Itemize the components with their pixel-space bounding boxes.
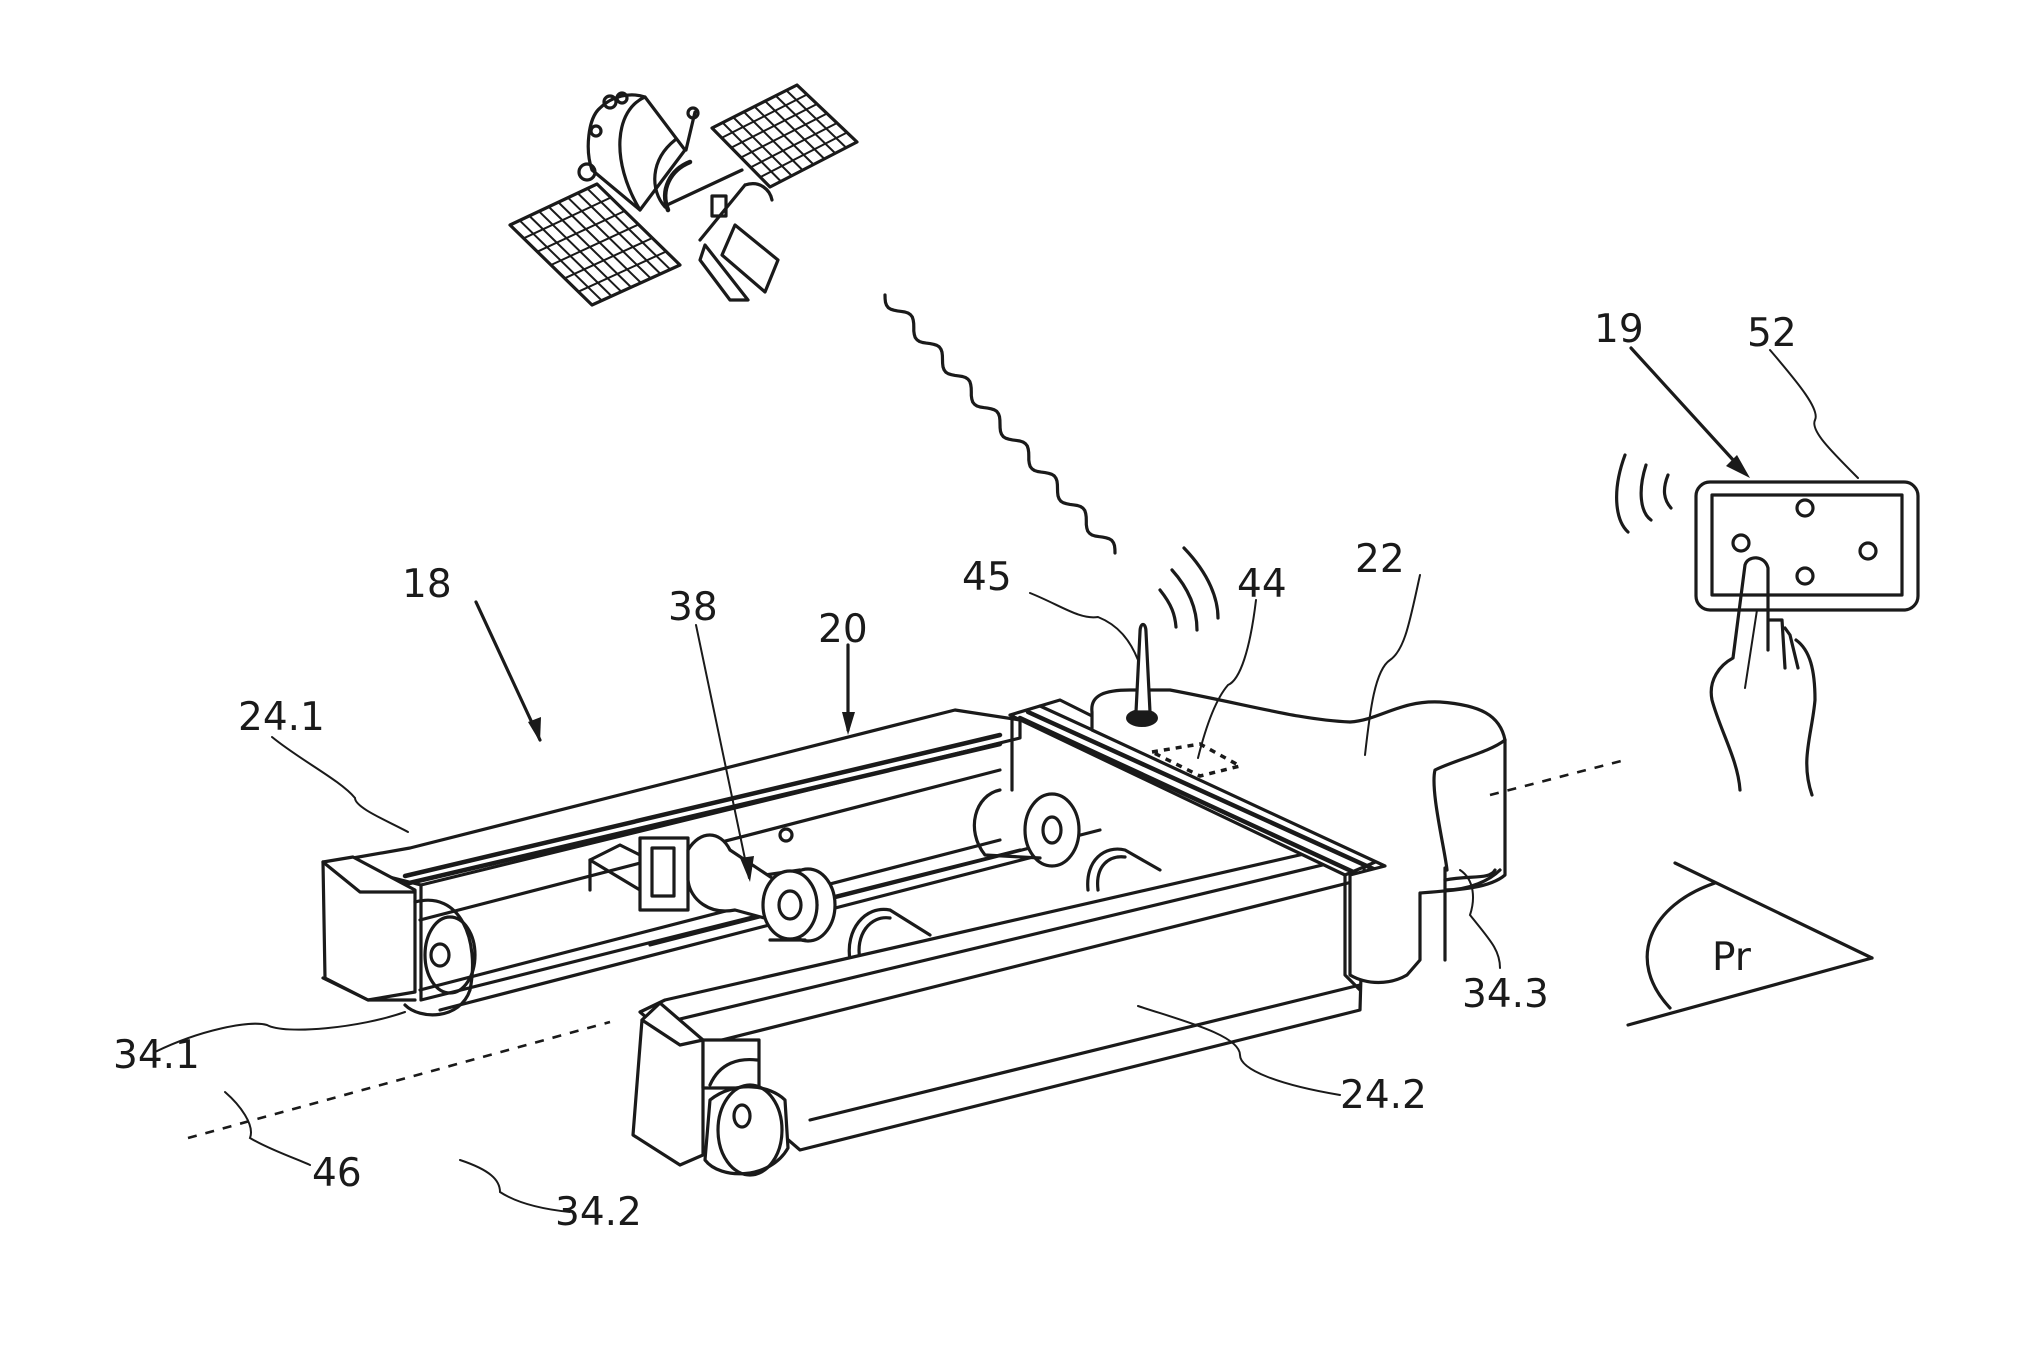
label-22: 22 — [1355, 537, 1405, 582]
hand — [1709, 556, 1817, 797]
label-18: 18 — [402, 562, 452, 607]
wheel-34-3 — [1443, 868, 1497, 882]
roller-4 — [1086, 847, 1162, 892]
label-24-2: 24.2 — [1340, 1073, 1427, 1118]
label-46: 46 — [312, 1151, 362, 1196]
label-19: 19 — [1594, 307, 1644, 352]
label-44: 44 — [1237, 562, 1287, 607]
axis-46 — [187, 1020, 611, 1140]
solar-grid-line — [536, 210, 626, 253]
solar-grid-line — [577, 250, 668, 293]
satellite-signal-wave — [883, 293, 1117, 555]
body — [1090, 688, 1507, 985]
label-24-1: 24.1 — [238, 695, 325, 740]
leader-lines — [154, 346, 1859, 1213]
remote-button[interactable] — [1731, 533, 1751, 553]
reference-labels: 18 38 20 24.1 45 44 22 19 52 34.1 46 34.… — [113, 307, 1797, 1235]
label-34-3: 34.3 — [1462, 972, 1549, 1017]
rail-left-end — [321, 855, 417, 1002]
remote-button[interactable] — [1795, 498, 1815, 518]
remote-button[interactable] — [1858, 541, 1878, 561]
solar-grid-line — [563, 237, 654, 280]
solar-grid-line — [522, 196, 612, 240]
antenna-signal-icon — [1158, 546, 1220, 632]
label-20: 20 — [818, 607, 868, 652]
solar-grid-line — [720, 93, 808, 139]
angle-label: Pr — [1712, 935, 1752, 980]
label-38: 38 — [668, 585, 718, 630]
label-52: 52 — [1747, 311, 1797, 356]
solar-grid-line — [730, 103, 818, 149]
satellite — [508, 83, 859, 307]
label-34-2: 34.2 — [555, 1190, 642, 1235]
wheel-34-1 — [403, 898, 477, 1017]
remote-signal-icon — [1615, 453, 1673, 534]
vehicle — [321, 546, 1507, 1177]
solar-grid-line — [550, 223, 640, 266]
camera — [638, 827, 819, 941]
solar-grid-line — [749, 122, 838, 169]
roller-2 — [972, 788, 1081, 868]
antenna — [1126, 622, 1158, 727]
solar-panel-left — [508, 182, 682, 307]
angle-pr: Pr — [1626, 861, 1874, 1027]
solar-panel-right — [710, 83, 859, 189]
roller-3 — [847, 907, 932, 962]
solar-grid-line — [759, 131, 848, 179]
remote-control — [1615, 453, 1920, 797]
axis-extension — [1489, 758, 1626, 797]
remote-button[interactable] — [1795, 566, 1815, 586]
solar-grid-line — [740, 112, 828, 159]
rail-right-end — [631, 1001, 790, 1177]
label-45: 45 — [962, 555, 1012, 600]
label-34-1: 34.1 — [113, 1033, 200, 1078]
